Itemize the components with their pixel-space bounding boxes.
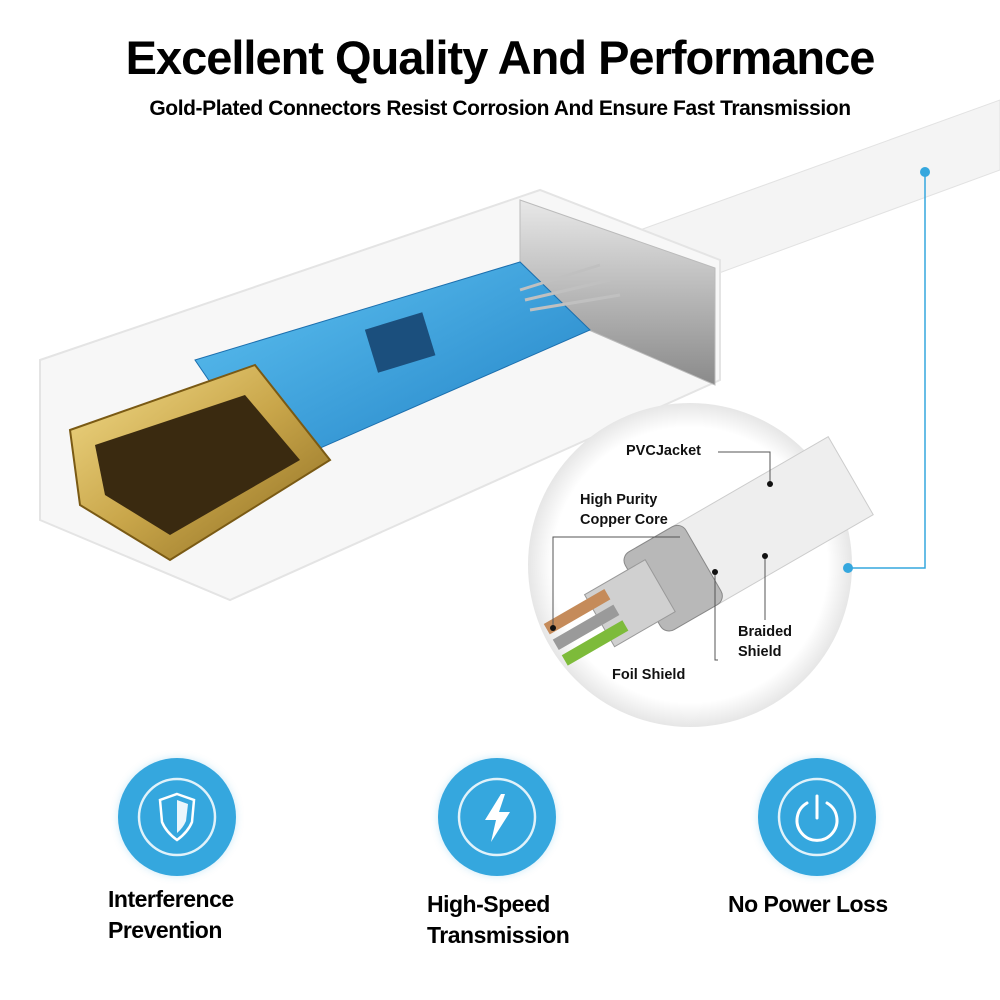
lightning-icon <box>457 777 537 857</box>
label-braided-shield-line1: Braided <box>738 624 792 640</box>
page-title: Excellent Quality And Performance <box>125 31 876 84</box>
label-copper-core-line2: Copper Core <box>580 512 668 528</box>
feature-badge <box>438 758 556 876</box>
feature-label: High-Speed Transmission <box>427 889 570 951</box>
label-copper-core: High Purity Copper Core <box>580 490 668 530</box>
shield-icon <box>137 777 217 857</box>
page-subtitle: Gold-Plated Connectors Resist Corrosion … <box>149 97 851 120</box>
feature-no-power-loss <box>687 758 947 876</box>
blue-leader-line <box>848 172 926 569</box>
feature-label: Interference Prevention <box>108 884 234 946</box>
label-copper-core-line1: High Purity <box>580 492 658 508</box>
feature-high-speed-transmission <box>367 758 627 876</box>
feature-badge <box>118 758 236 876</box>
label-braided-shield-line2: Shield <box>738 644 782 660</box>
feature-label-line1: No Power Loss <box>728 891 888 917</box>
feature-label-line2: Prevention <box>108 917 222 943</box>
label-foil-shield: Foil Shield <box>612 667 686 683</box>
feature-label: No Power Loss <box>728 889 888 920</box>
feature-interference-prevention <box>47 758 307 876</box>
feature-label-line1: Interference <box>108 886 234 912</box>
callout-lines <box>552 451 771 661</box>
feature-label-line1: High-Speed <box>427 891 550 917</box>
label-braided-shield: Braided Shield <box>738 622 792 662</box>
label-pvc-jacket: PVCJacket <box>626 443 701 459</box>
feature-label-line2: Transmission <box>427 922 570 948</box>
cable-cross-section <box>543 436 874 666</box>
feature-badge <box>758 758 876 876</box>
power-icon <box>777 777 857 857</box>
